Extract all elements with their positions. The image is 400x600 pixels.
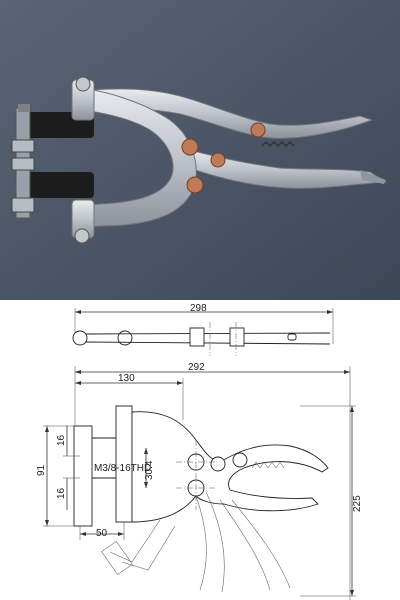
photo-background <box>0 0 400 300</box>
knuckle-bolt <box>75 76 91 92</box>
pivot-rivet <box>250 122 266 138</box>
lower-handle <box>189 149 388 189</box>
dim-throat: 30.4 <box>144 460 155 480</box>
dim-height-upper: 16 <box>56 434 67 446</box>
dim-offset: 50 <box>96 528 108 539</box>
dim-overall-length: 292 <box>188 362 205 373</box>
dim-top-length: 298 <box>190 303 207 314</box>
dim-jaw-reach: 130 <box>118 373 135 384</box>
side-view <box>73 405 329 527</box>
spring <box>261 140 295 148</box>
dimension-drawing: 298 292 130 <box>36 303 363 600</box>
pivot-rivet <box>186 176 204 194</box>
knuckle-bolt <box>74 228 90 244</box>
hex-nut <box>11 157 35 171</box>
upper-handle <box>91 88 374 139</box>
dim-height-lower: 16 <box>56 487 67 499</box>
hex-nut <box>11 139 35 153</box>
dim-thread: M3/8-16THD <box>94 463 151 474</box>
clamp-photo <box>0 0 400 300</box>
lower-arm <box>22 172 94 198</box>
pivot-rivet <box>210 152 226 168</box>
dim-open-height: 225 <box>352 495 363 512</box>
top-view: 298 <box>72 303 334 356</box>
handle-tip <box>360 170 386 184</box>
hex-nut <box>11 197 35 213</box>
dim-height-total: 91 <box>36 464 47 476</box>
pivot-rivet <box>181 138 199 156</box>
open-position-ghost <box>101 491 291 593</box>
pad <box>18 104 30 112</box>
